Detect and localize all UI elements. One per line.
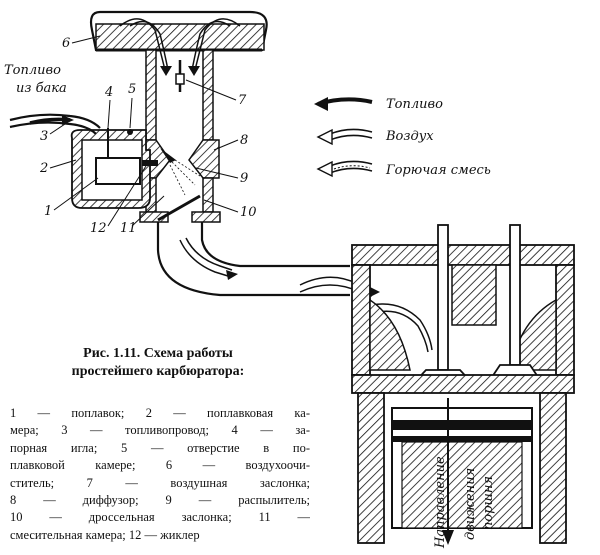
legend-mixture: Горючая смесь xyxy=(316,160,491,178)
description-line: 10 — дроссельная заслонка; 11 — xyxy=(10,510,310,525)
description-line: смесительная камера; 12 — жиклер xyxy=(10,527,200,542)
legend-fuel: Топливо xyxy=(314,97,443,112)
fuel-line xyxy=(9,113,101,135)
label-9: 9 xyxy=(240,171,248,186)
label-3: 3 xyxy=(40,129,48,144)
description-line: 8 — диффузор; 9 — распылитель; xyxy=(10,493,310,508)
caption-line-2: простейшего карбюратора: xyxy=(71,364,245,379)
label-12: 12 xyxy=(90,221,107,236)
piston xyxy=(391,407,533,529)
label-11: 11 xyxy=(120,221,137,236)
cylinder-head xyxy=(351,244,575,376)
description-line: ститель; 7 — воздушная заслонка; xyxy=(10,475,310,490)
piston-direction-arrow: Направление движения поршня xyxy=(433,398,496,549)
label-1: 1 xyxy=(44,204,52,219)
piston-direction-label-1: Направление xyxy=(433,456,448,549)
label-8: 8 xyxy=(240,133,248,148)
description-line: плавковой камере; 6 — воздухоочи- xyxy=(10,458,310,473)
legend-mixture-label: Горючая смесь xyxy=(385,163,491,178)
legend-air-label: Воздух xyxy=(385,129,434,144)
piston-direction-label-2: движения xyxy=(463,468,478,540)
float-chamber xyxy=(70,128,158,209)
caption-line-1: Рис. 1.11. Схема работы xyxy=(83,346,233,361)
legend: Топливо Воздух Горючая смесь xyxy=(314,97,491,178)
carburetor-body xyxy=(139,49,221,223)
description-line: порная игла; 5 — отверстие в по- xyxy=(10,440,310,455)
label-4: 4 xyxy=(104,85,113,100)
label-6: 6 xyxy=(62,36,70,51)
intake-manifold xyxy=(156,222,350,297)
description-line: 1 — поплавок; 2 — поплавковая ка- xyxy=(10,406,310,420)
legend-fuel-label: Топливо xyxy=(386,97,443,112)
description-line: мера; 3 — топливопровод; 4 — за- xyxy=(10,423,310,438)
label-2: 2 xyxy=(39,161,48,176)
label-fuel-from-tank-2: из бака xyxy=(16,81,67,96)
air-flow-arrows xyxy=(119,18,241,76)
legend-air: Воздух xyxy=(316,128,434,146)
part-labels: Топливо из бака 6 4 5 3 2 1 12 11 7 8 9 … xyxy=(4,35,257,236)
label-5: 5 xyxy=(128,82,136,97)
label-fuel-from-tank-1: Топливо xyxy=(4,63,61,78)
label-10: 10 xyxy=(240,205,257,220)
cylinder-block xyxy=(351,374,575,544)
label-7: 7 xyxy=(238,93,247,108)
figure-caption: Рис. 1.11. Схема работы простейшего карб… xyxy=(8,345,308,381)
air-cleaner xyxy=(89,10,268,52)
piston-direction-label-3: поршня xyxy=(481,476,496,530)
parts-description: 1 — поплавок; 2 — поплавковая ка- мера; … xyxy=(10,405,310,544)
